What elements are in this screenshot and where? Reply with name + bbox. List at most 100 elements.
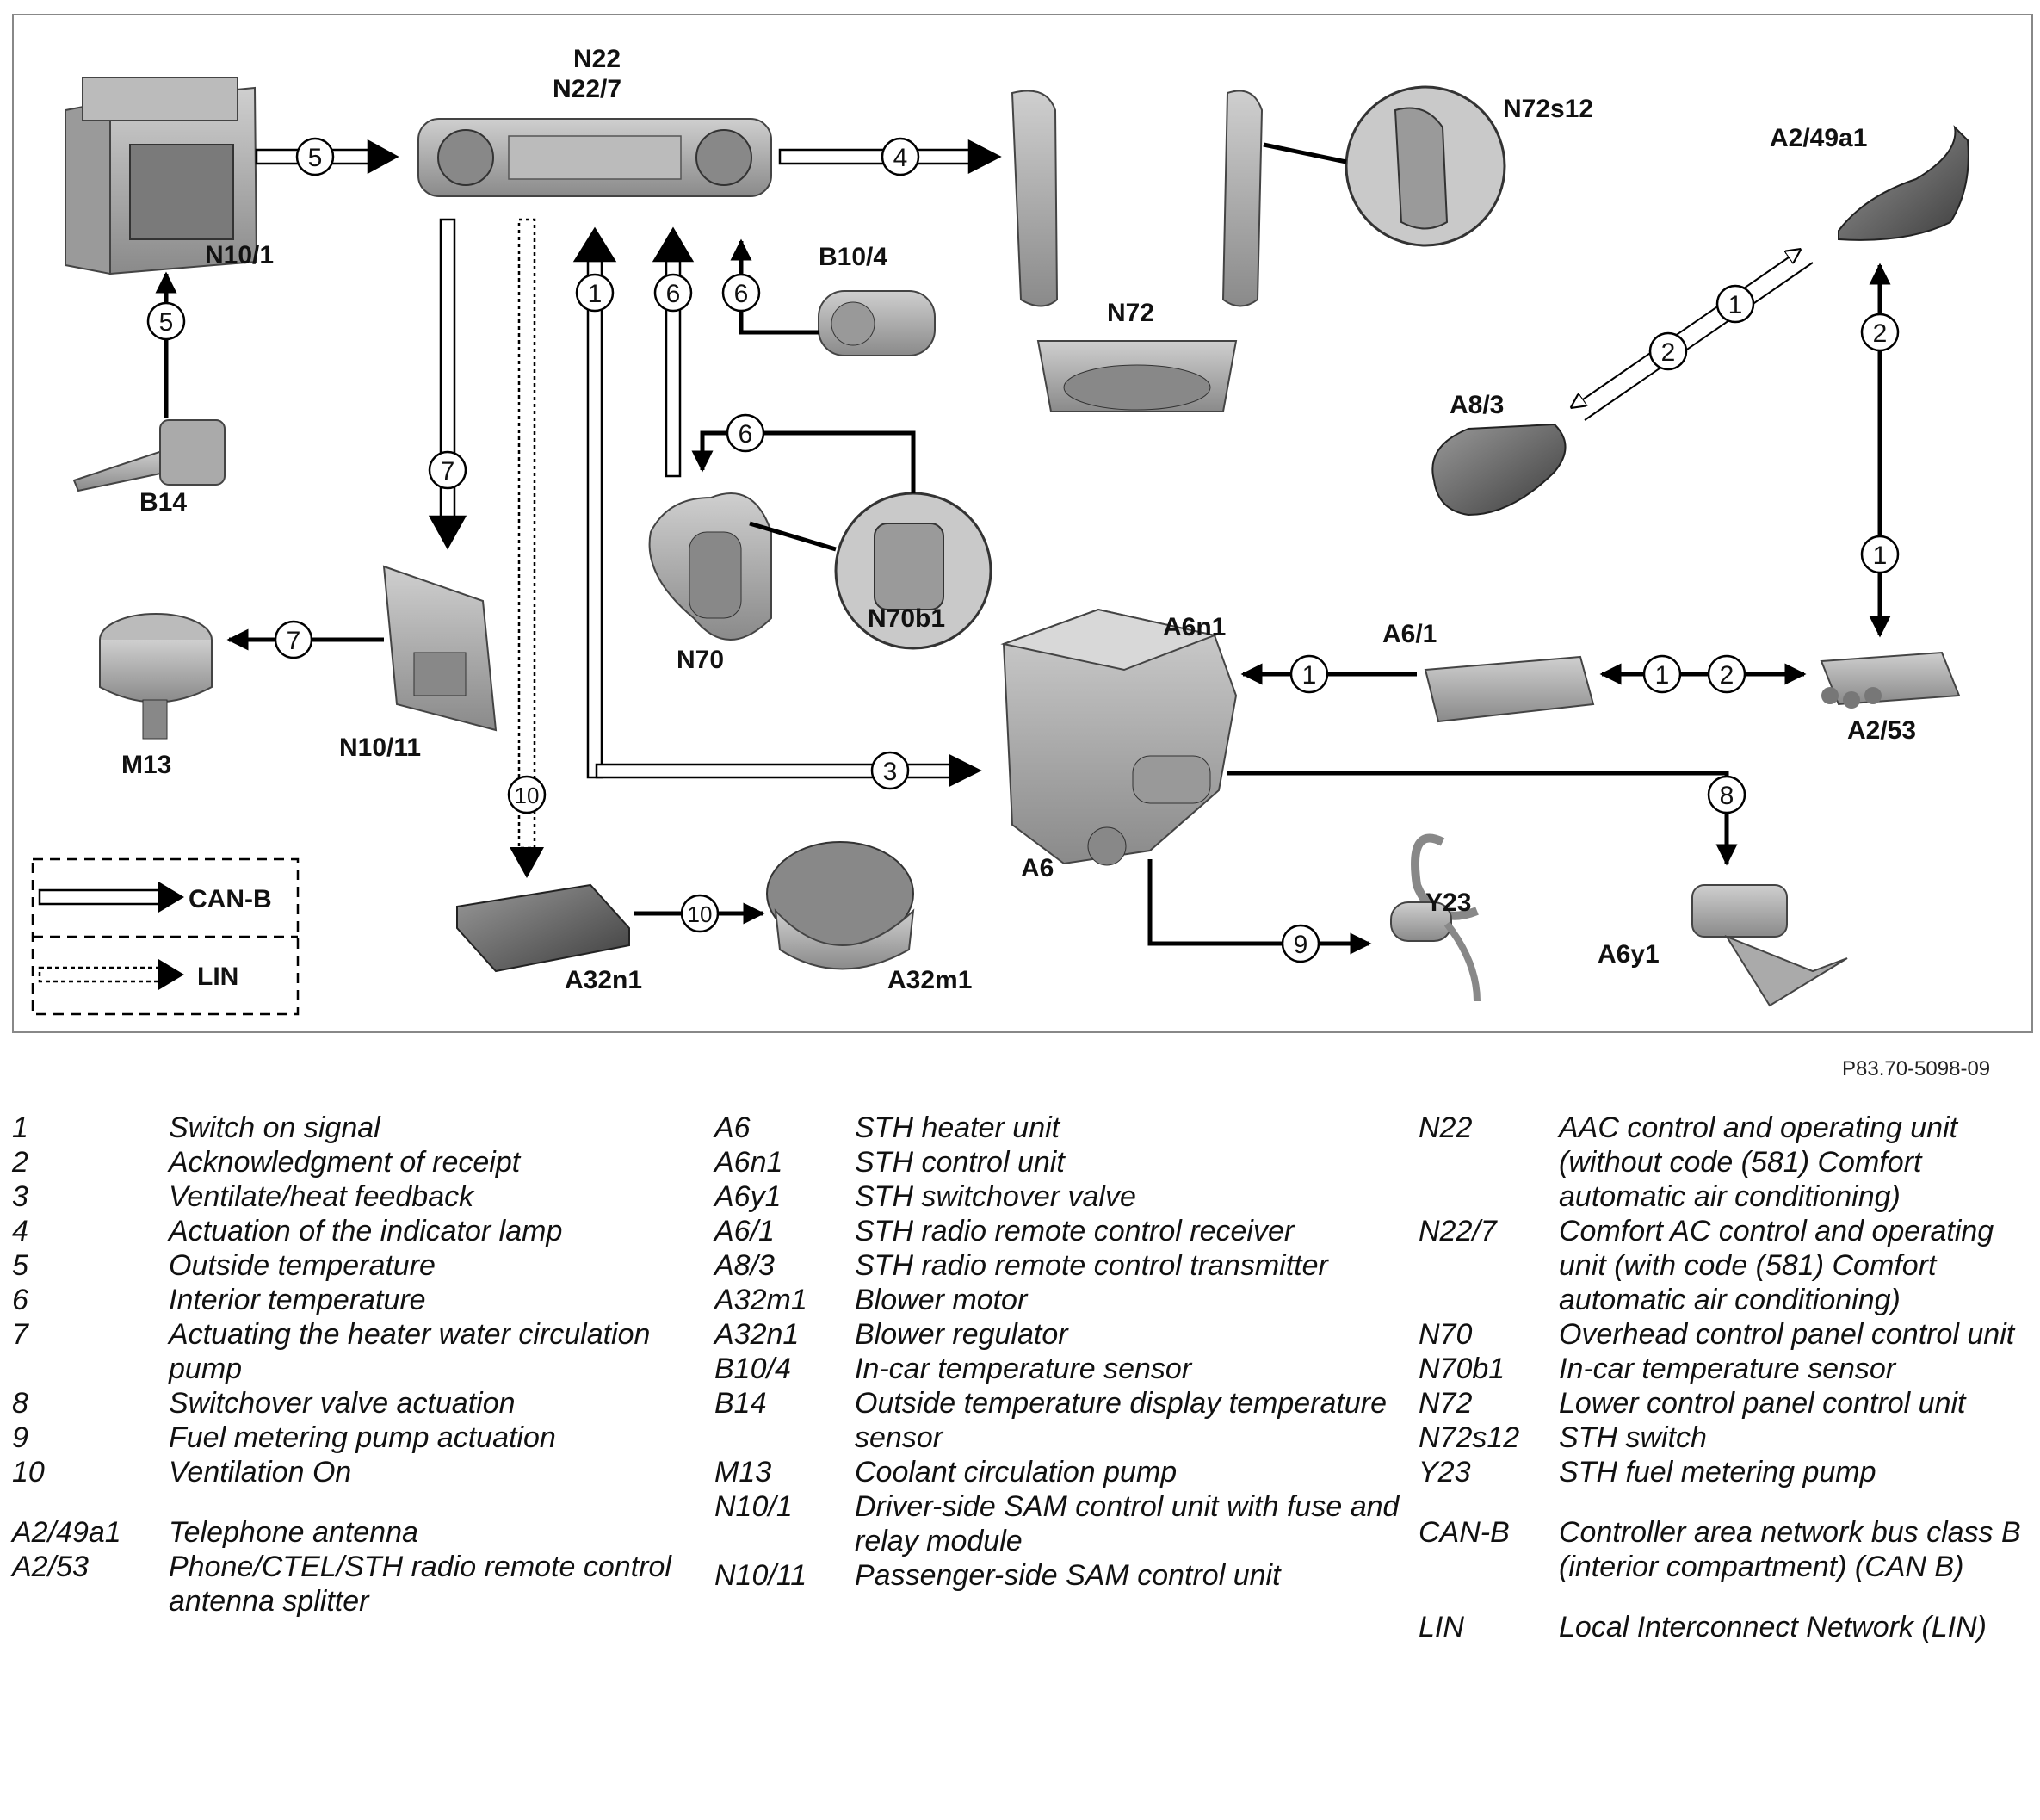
label-a2-49a1: A2/49a1 — [1770, 124, 1867, 152]
legend-description: STH switchover valve — [855, 1180, 1136, 1213]
label-y23: Y23 — [1425, 888, 1471, 917]
legend-row: Y23 STH fuel metering pump — [1419, 1455, 2038, 1489]
n70b1-detail-image — [749, 492, 992, 650]
a32n1-regulator-image — [456, 883, 630, 973]
legend-code: 2 — [12, 1146, 28, 1179]
legend-code: B14 — [714, 1387, 767, 1420]
legend-description: Passenger-side SAM control unit — [855, 1559, 1281, 1592]
legend-description: Telephone antenna — [169, 1516, 418, 1549]
signal-1-bubble-b — [1289, 654, 1329, 694]
signal-6-bubble-b — [721, 273, 761, 313]
signal-1-bubble-a — [575, 273, 615, 313]
diagram-canvas: CAN-B LIN — [31, 45, 1969, 1016]
signal-7-number-b: 7 — [287, 627, 301, 655]
y23-pump-image — [1390, 833, 1481, 1002]
legend-description: AAC control and operating unit (without … — [1559, 1111, 1958, 1213]
signal-6-number-b: 6 — [734, 280, 749, 308]
signal-1-number-e: 1 — [1728, 291, 1743, 319]
legend-code: Y23 — [1419, 1456, 1471, 1489]
component-labels: N10/1 N22 N22/7 B10/4 N72 N72s12 A2/49a1… — [121, 45, 1916, 994]
signal-2-number-a: 2 — [1720, 661, 1734, 690]
signal-bubbles — [146, 137, 1900, 963]
legend-row: A6n1 STH control unit — [714, 1145, 1403, 1179]
legend-description: In-car temperature sensor — [855, 1353, 1192, 1385]
signal-10-bubble-a — [507, 775, 547, 814]
legend-code: 1 — [12, 1111, 28, 1144]
lin-legend-label: LIN — [197, 963, 238, 991]
legend-code: A32n1 — [714, 1318, 800, 1351]
legend-description: Outside temperature — [169, 1249, 436, 1282]
signal-10-bubble-b — [680, 894, 720, 933]
legend-row: 5 Outside temperature — [12, 1248, 701, 1283]
legend-description: Switch on signal — [169, 1111, 380, 1144]
signal-5-bubble-a — [295, 137, 335, 176]
n72s12-detail-image — [1263, 85, 1506, 247]
label-b10-4: B10/4 — [819, 243, 887, 271]
bus-type-legend: CAN-B LIN — [31, 857, 300, 1016]
lin-connection — [510, 218, 544, 878]
legend-code: A2/53 — [12, 1551, 89, 1583]
signal-2-number-c: 2 — [1661, 338, 1676, 367]
n10-11-module-image — [382, 565, 498, 732]
legend-column-3: N22 AAC control and operating unit (witho… — [1419, 1111, 2038, 1644]
legend-code: 7 — [12, 1318, 28, 1351]
label-a2-53: A2/53 — [1847, 716, 1916, 745]
signal-2-number-b: 2 — [1873, 319, 1888, 348]
a8-3-transmitter-image — [1431, 423, 1567, 517]
signal-9-bubble — [1281, 924, 1320, 963]
legend-code: N22/7 — [1419, 1215, 1497, 1247]
legend-description: Fuel metering pump actuation — [169, 1421, 556, 1454]
radio-link — [1572, 250, 1814, 421]
legend-description: STH radio remote control transmitter — [855, 1249, 1328, 1282]
legend-code: N70 — [1419, 1318, 1473, 1351]
legend-row: N22 AAC control and operating unit (witho… — [1419, 1111, 2038, 1214]
legend-row: 2 Acknowledgment of receipt — [12, 1145, 701, 1179]
legend-row: 1 Switch on signal — [12, 1111, 701, 1145]
legend-code: LIN — [1419, 1611, 1464, 1644]
legend-code: 10 — [12, 1456, 45, 1489]
label-n10-1: N10/1 — [205, 241, 274, 269]
legend-code: A6n1 — [714, 1146, 783, 1179]
legend-code: N22 — [1419, 1111, 1473, 1144]
legend-description: Acknowledgment of receipt — [169, 1146, 521, 1179]
legend-code: 4 — [12, 1215, 28, 1247]
can-b-legend-label: CAN-B — [189, 885, 272, 913]
label-a6: A6 — [1021, 854, 1054, 882]
legend-code: N72 — [1419, 1387, 1473, 1420]
legend-description: STH switch — [1559, 1421, 1707, 1454]
legend-row: N70 Overhead control panel control unit — [1419, 1317, 2038, 1352]
legend-code: 5 — [12, 1249, 28, 1282]
signal-2-bubble-a — [1707, 654, 1746, 694]
legend-description: STH fuel metering pump — [1559, 1456, 1876, 1489]
label-m13: M13 — [121, 751, 171, 779]
signal-3-number: 3 — [883, 758, 898, 786]
legend-code: N70b1 — [1419, 1353, 1505, 1385]
label-a8-3: A8/3 — [1450, 391, 1504, 419]
can-b-connections — [255, 139, 1002, 788]
legend-code: A2/49a1 — [12, 1516, 121, 1549]
legend-description: Outside temperature display temperature … — [855, 1387, 1387, 1454]
legend-description: Overhead control panel control unit — [1559, 1318, 2015, 1351]
signal-5-bubble-b — [146, 301, 186, 341]
legend-code: A8/3 — [714, 1249, 775, 1282]
legend-description: STH control unit — [855, 1146, 1065, 1179]
signal-1-number-d: 1 — [1873, 542, 1888, 570]
signal-6-number-c: 6 — [739, 420, 753, 449]
signal-10-number-b: 10 — [688, 901, 713, 927]
signal-3-bubble — [870, 751, 910, 790]
a6y1-valve-image — [1691, 884, 1848, 1007]
legend-description: Blower motor — [855, 1284, 1028, 1316]
label-n70b1: N70b1 — [868, 604, 945, 633]
legend-description: Interior temperature — [169, 1284, 426, 1316]
figure-reference: P83.70-5098-09 — [1842, 1057, 1991, 1080]
